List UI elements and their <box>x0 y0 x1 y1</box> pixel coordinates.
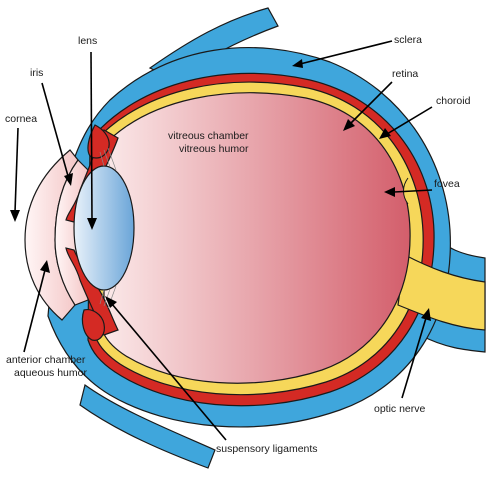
retina-arrowhead <box>343 119 355 131</box>
anterior-chamber-arrow <box>23 269 46 353</box>
suspensory-ligaments-arrow <box>111 303 227 441</box>
suspensory-ligaments-arrowhead <box>105 296 117 308</box>
cornea-arrowhead <box>10 210 20 222</box>
label-choroid: choroid <box>436 95 471 107</box>
optic-nerve-arrow <box>401 317 427 399</box>
label-aqueous-humor: aqueous humor <box>14 367 87 379</box>
label-arrows <box>10 40 433 441</box>
lens-arrowhead <box>87 218 97 230</box>
cornea-arrow <box>14 127 19 213</box>
label-sclera: sclera <box>394 34 422 46</box>
ciliary-body-lower <box>81 309 105 341</box>
label-retina: retina <box>392 68 418 80</box>
lens-shape <box>73 165 135 291</box>
label-cornea: cornea <box>5 113 37 125</box>
label-optic-nerve: optic nerve <box>374 403 426 415</box>
anterior-chamber-arrowhead <box>40 260 50 273</box>
sclera-arrowhead <box>292 59 303 68</box>
lower-extraocular-muscle <box>79 383 216 469</box>
iris-arrow <box>41 82 69 177</box>
label-vitreous-humor: vitreous humor <box>179 143 249 155</box>
label-anterior-chamber: anterior chamber <box>6 354 86 366</box>
label-suspensory-ligaments: suspensory ligaments <box>216 443 318 455</box>
lens-arrow <box>90 51 93 221</box>
label-lens: lens <box>78 35 97 47</box>
label-fovea: fovea <box>434 178 460 190</box>
optic-nerve-arrowhead <box>421 308 431 321</box>
optic-nerve <box>397 254 486 331</box>
fovea-arrowhead <box>384 187 395 197</box>
ciliary-body-upper <box>87 124 110 159</box>
choroid-arrowhead <box>379 128 391 139</box>
fovea-arrow <box>393 189 433 193</box>
label-iris: iris <box>30 67 43 79</box>
sclera-arrow <box>299 40 393 65</box>
choroid-arrow <box>386 106 433 135</box>
label-vitreous-chamber: vitreous chamber <box>168 130 249 142</box>
iris-arrowhead <box>64 173 73 186</box>
retina-arrow <box>349 81 393 125</box>
vitreous-chamber <box>103 92 411 384</box>
